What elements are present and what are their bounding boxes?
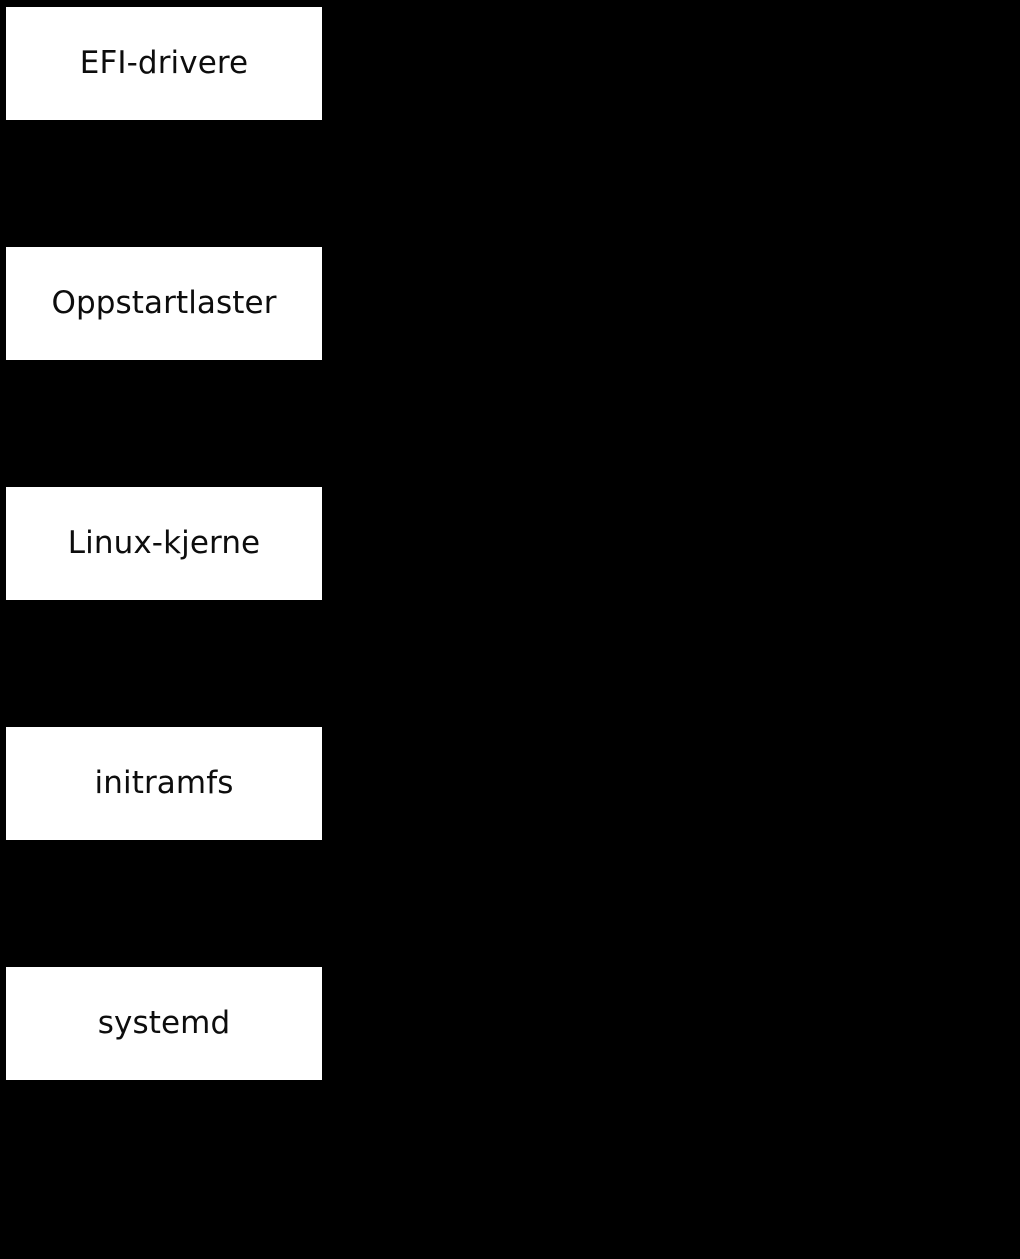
- stage-box-oppstartlaster[interactable]: Oppstartlaster: [6, 247, 322, 360]
- stage-box-efi-drivere[interactable]: EFI-drivere: [6, 7, 322, 120]
- stage-box-systemd[interactable]: systemd: [6, 967, 322, 1080]
- empty-bottom-region: [0, 1080, 322, 1259]
- stage-box-initramfs[interactable]: initramfs: [6, 727, 322, 840]
- stage-label: EFI-drivere: [79, 45, 249, 81]
- empty-right-region: [322, 0, 1020, 1259]
- stage-label: systemd: [97, 1005, 231, 1041]
- stage-label: Oppstartlaster: [51, 285, 277, 321]
- stage-label: Linux-kjerne: [67, 525, 261, 561]
- stage-label: initramfs: [94, 765, 234, 801]
- stage-box-linux-kjerne[interactable]: Linux-kjerne: [6, 487, 322, 600]
